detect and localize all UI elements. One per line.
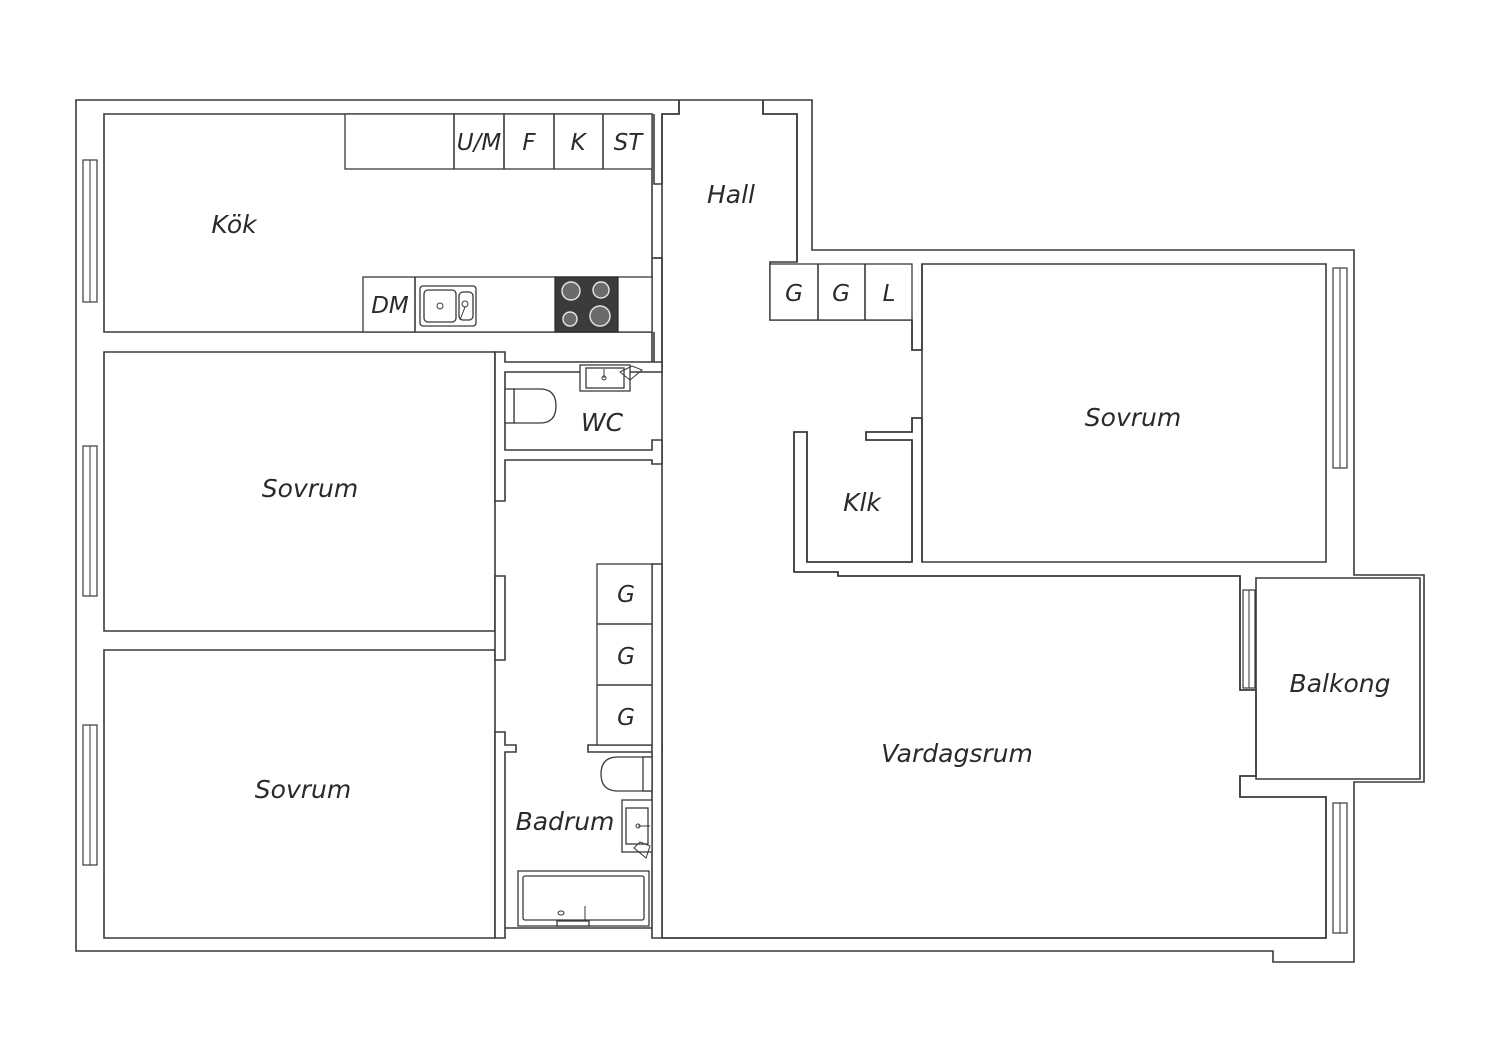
bedroom-partitions (494, 575, 517, 939)
hall-wardrobe-l: L (883, 281, 896, 307)
room-sovrum-1: Sovrum (262, 474, 358, 503)
room-kok: Kök (211, 210, 258, 239)
k-label: K (570, 130, 587, 156)
balkong-railing (1255, 574, 1425, 783)
wc-sink-icon (579, 364, 643, 392)
badrum-toilet-icon (600, 756, 653, 792)
fridge-label: F (522, 130, 536, 156)
hall-wardrobes (769, 263, 913, 321)
hall-wardrobe-g-2: G (832, 281, 850, 307)
room-vardagsrum: Vardagsrum (881, 739, 1033, 768)
bathtub-icon (517, 870, 650, 927)
hall-wardrobe-g-1: G (785, 281, 803, 307)
outer-wall (75, 99, 1425, 963)
um-label: U/M (457, 130, 502, 156)
windows (82, 159, 1348, 934)
corridor-wardrobe-g-3: G (617, 705, 635, 731)
badrum-sink-icon (621, 799, 653, 859)
stove-icon (554, 276, 619, 333)
corridor-wardrobe-g-2: G (617, 644, 635, 670)
room-sovrum-2: Sovrum (255, 775, 351, 804)
room-badrum: Badrum (516, 807, 615, 836)
hall-walls (653, 100, 1327, 939)
corridor-wardrobes (596, 563, 653, 746)
kitchen-sink-icon (419, 285, 477, 327)
room-klk: Klk (843, 488, 882, 517)
room-balkong: Balkong (1290, 669, 1391, 698)
wc-toilet-icon (504, 388, 557, 424)
room-sovrum-3: Sovrum (1085, 403, 1181, 432)
dm-label: DM (371, 293, 409, 319)
st-label: ST (614, 130, 645, 156)
room-wc: WC (581, 408, 624, 437)
room-hall: Hall (707, 180, 755, 209)
corridor-wardrobe-g-1: G (617, 582, 635, 608)
kitchen-upper-counter (344, 113, 653, 170)
wc-walls (494, 351, 663, 502)
